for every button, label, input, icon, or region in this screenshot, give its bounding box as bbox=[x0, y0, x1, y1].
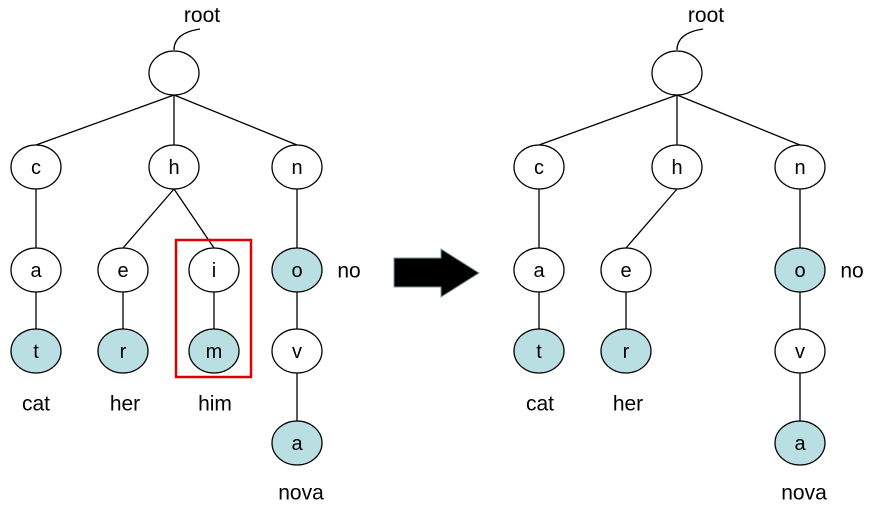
trie-node-cat: t bbox=[10, 328, 62, 374]
terminal-node-circle bbox=[271, 420, 323, 466]
edge-h-he bbox=[625, 188, 678, 249]
node-circle bbox=[271, 144, 323, 190]
node-circle bbox=[651, 50, 703, 96]
word-label-her: her bbox=[110, 393, 140, 416]
trie-node-root bbox=[651, 50, 703, 96]
trie-node-nov: v bbox=[271, 328, 323, 374]
terminal-node-circle bbox=[271, 247, 323, 293]
trie-after: root c h n a e o t r v a cat her no nova bbox=[513, 4, 864, 505]
word-label-him: him bbox=[198, 393, 232, 416]
trie-before: root c h n a e i o t r m v a cat her him no nova bbox=[10, 4, 361, 505]
trie-node-h: h bbox=[651, 144, 703, 190]
word-label-nova: nova bbox=[781, 482, 827, 505]
node-char: h bbox=[671, 157, 682, 179]
node-char: o bbox=[794, 260, 805, 282]
word-label-nova: nova bbox=[278, 482, 324, 505]
trie-node-cat: t bbox=[513, 328, 565, 374]
trie-node-c: c bbox=[10, 144, 62, 190]
trie-node-no: o bbox=[271, 247, 323, 293]
deleted-subtree-highlight bbox=[174, 238, 253, 379]
root-pointer bbox=[676, 28, 704, 51]
edge-root-c bbox=[538, 94, 678, 146]
trie-node-ca: a bbox=[513, 247, 565, 293]
node-char: v bbox=[795, 341, 805, 363]
word-label-her: her bbox=[613, 393, 643, 416]
node-char: e bbox=[620, 260, 631, 282]
trie-node-no: o bbox=[774, 247, 826, 293]
node-circle bbox=[774, 144, 826, 190]
terminal-node-circle bbox=[10, 328, 62, 374]
trie-node-c: c bbox=[513, 144, 565, 190]
node-char: v bbox=[292, 341, 302, 363]
trie-node-he: e bbox=[97, 247, 149, 293]
node-circle bbox=[148, 50, 200, 96]
terminal-node-circle bbox=[774, 420, 826, 466]
node-circle bbox=[651, 144, 703, 190]
node-char: i bbox=[212, 260, 216, 282]
node-char: c bbox=[534, 157, 544, 179]
node-char: m bbox=[206, 341, 223, 363]
node-char: r bbox=[120, 341, 127, 363]
edge-root-n bbox=[676, 94, 801, 146]
word-label-no: no bbox=[840, 260, 863, 283]
trie-node-he: e bbox=[600, 247, 652, 293]
node-circle bbox=[148, 144, 200, 190]
trie-node-ca: a bbox=[10, 247, 62, 293]
node-char: n bbox=[794, 157, 805, 179]
node-char: r bbox=[623, 341, 630, 363]
right-arrow-icon bbox=[393, 248, 480, 298]
node-circle bbox=[271, 328, 323, 374]
node-circle bbox=[600, 247, 652, 293]
trie-node-nova: a bbox=[774, 420, 826, 466]
edge-root-c bbox=[35, 94, 175, 146]
root-label: root bbox=[184, 4, 220, 27]
trie-node-him: m bbox=[188, 328, 240, 374]
trie-node-h: h bbox=[148, 144, 200, 190]
terminal-node-circle bbox=[97, 328, 149, 374]
trie-node-hi: i bbox=[188, 247, 240, 293]
node-circle bbox=[97, 247, 149, 293]
edge-h-hi bbox=[173, 188, 215, 249]
node-circle bbox=[10, 247, 62, 293]
word-label-cat: cat bbox=[22, 393, 50, 416]
trie-node-nov: v bbox=[774, 328, 826, 374]
node-char: o bbox=[291, 260, 302, 282]
edge-root-n bbox=[173, 94, 298, 146]
node-char: e bbox=[117, 260, 128, 282]
terminal-node-circle bbox=[600, 328, 652, 374]
trie-node-root bbox=[148, 50, 200, 96]
node-char: a bbox=[291, 433, 303, 455]
trie-node-n: n bbox=[774, 144, 826, 190]
trie-node-her: r bbox=[97, 328, 149, 374]
node-char: h bbox=[168, 157, 179, 179]
node-circle bbox=[774, 328, 826, 374]
node-char: a bbox=[30, 260, 42, 282]
node-circle bbox=[513, 144, 565, 190]
root-label: root bbox=[688, 4, 724, 27]
terminal-node-circle bbox=[513, 328, 565, 374]
terminal-node-circle bbox=[774, 247, 826, 293]
word-label-cat: cat bbox=[526, 393, 554, 416]
trie-node-n: n bbox=[271, 144, 323, 190]
node-circle bbox=[188, 247, 240, 293]
root-pointer bbox=[173, 28, 201, 51]
node-circle bbox=[513, 247, 565, 293]
trie-node-her: r bbox=[600, 328, 652, 374]
node-char: t bbox=[33, 341, 39, 363]
node-char: a bbox=[533, 260, 545, 282]
word-label-no: no bbox=[337, 260, 360, 283]
edge-h-he bbox=[122, 188, 175, 249]
node-char: t bbox=[536, 341, 542, 363]
node-circle bbox=[10, 144, 62, 190]
node-char: c bbox=[31, 157, 41, 179]
terminal-node-circle bbox=[188, 328, 240, 374]
node-char: a bbox=[794, 433, 806, 455]
node-char: n bbox=[291, 157, 302, 179]
trie-node-nova: a bbox=[271, 420, 323, 466]
